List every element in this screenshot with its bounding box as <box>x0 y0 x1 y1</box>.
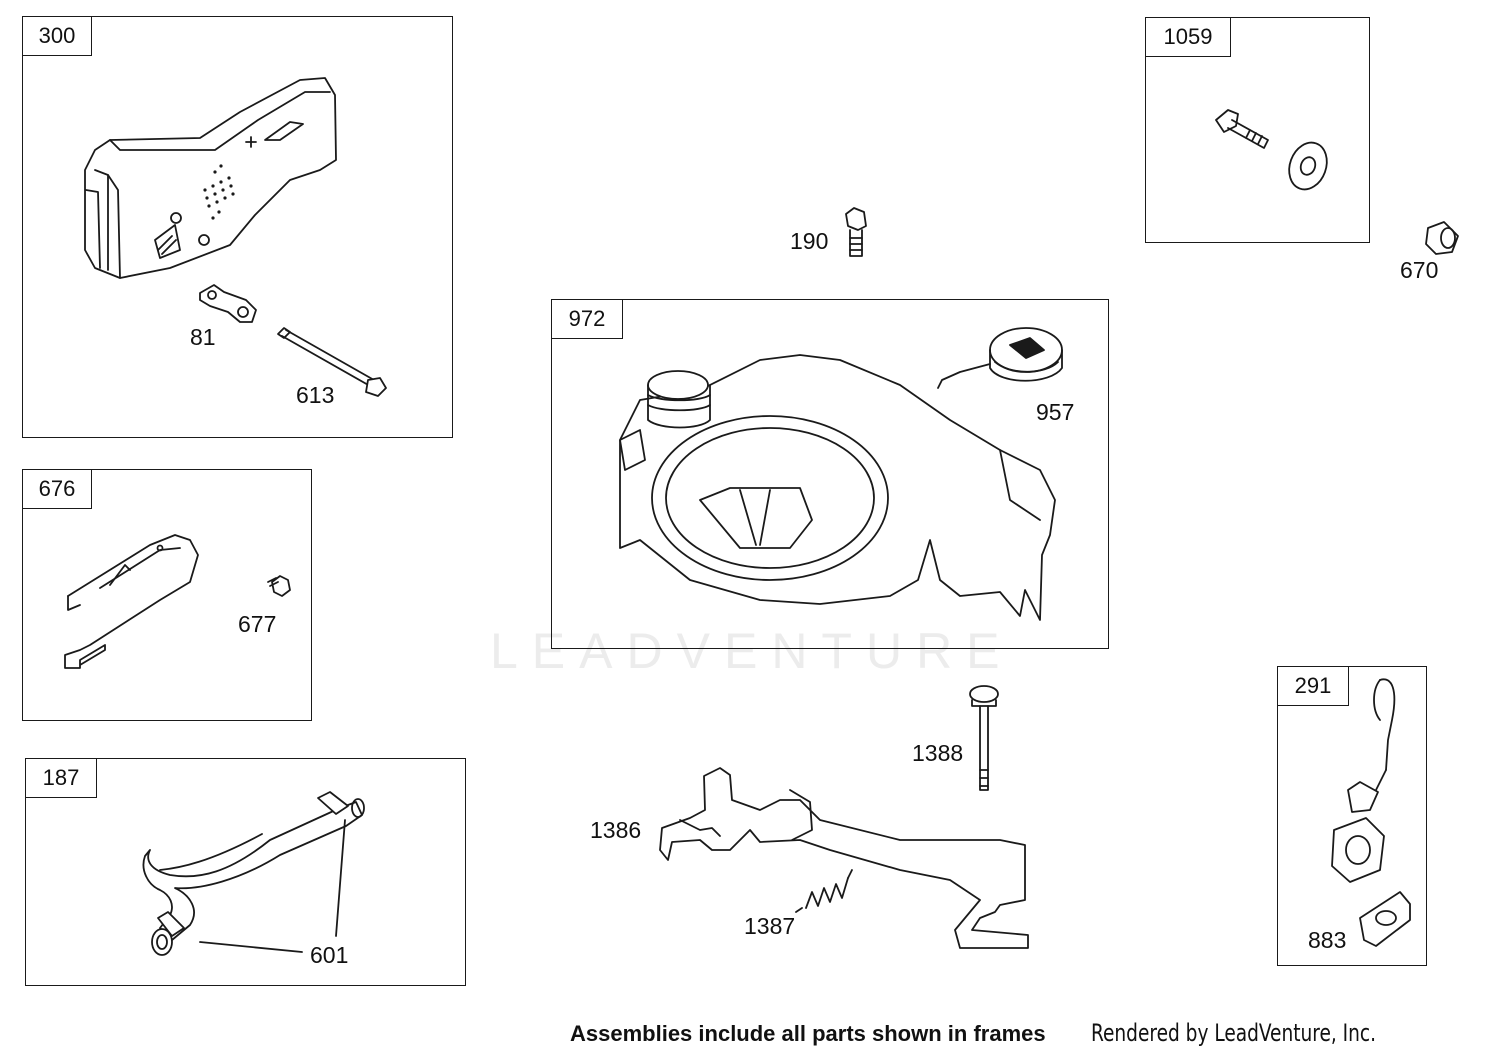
frame-label-972: 972 <box>551 299 623 339</box>
callout-1386: 1386 <box>590 817 642 843</box>
frame-label-300: 300 <box>22 16 92 56</box>
rendered-by-credit: Rendered by LeadVenture, Inc. <box>1091 1019 1377 1047</box>
heat-shield-drawing <box>64 534 291 669</box>
callout-613: 613 <box>296 382 335 408</box>
assemblies-note: Assemblies include all parts shown in fr… <box>570 1021 1046 1046</box>
callout-190: 190 <box>790 228 829 254</box>
callout-1388: 1388 <box>912 740 964 766</box>
callout-883: 883 <box>1308 927 1347 953</box>
spacer-670-drawing <box>1425 221 1459 255</box>
frame-label-291: 291 <box>1277 666 1349 706</box>
breather-tube-drawing <box>142 791 365 956</box>
callout-1387: 1387 <box>744 913 796 939</box>
blower-housing-drawing <box>619 354 1056 621</box>
callout-677: 677 <box>238 611 277 637</box>
frame-1059: 1059 <box>1145 17 1370 243</box>
oil-fill-seal-drawing <box>1331 678 1411 947</box>
callout-670: 670 <box>1400 257 1439 283</box>
frame-300: 300 <box>22 16 453 438</box>
screw-190-drawing <box>845 207 867 257</box>
callout-957: 957 <box>1036 399 1075 425</box>
frame-291: 291 <box>1277 666 1427 966</box>
watermark: LEADVENTURE <box>490 623 1014 679</box>
frame-972: 972 <box>551 299 1109 649</box>
frame-187: 187 <box>25 758 466 986</box>
frame-label-1059: 1059 <box>1145 17 1231 57</box>
bolt-washer-drawing <box>1215 109 1328 191</box>
frame-label-676: 676 <box>22 469 92 509</box>
callout-81: 81 <box>190 324 216 350</box>
oil-cap-drawing <box>937 327 1063 389</box>
governor-linkage-drawing <box>659 685 1029 949</box>
callout-601: 601 <box>310 942 349 968</box>
frame-label-187: 187 <box>25 758 97 798</box>
muffler-drawing <box>84 77 387 397</box>
frame-676: 676 <box>22 469 312 721</box>
